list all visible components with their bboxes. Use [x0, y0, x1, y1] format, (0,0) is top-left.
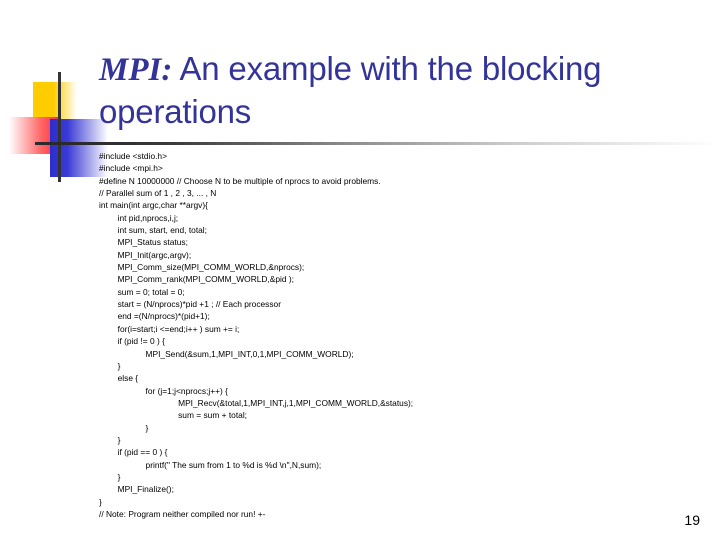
code-line: sum = sum + total; — [99, 410, 248, 421]
vertical-rule — [58, 72, 61, 182]
slide-title: MPI: An example with the blocking operat… — [99, 48, 679, 133]
code-line: MPI_Init(argc,argv); — [99, 249, 192, 260]
title-divider-rule — [35, 142, 720, 145]
code-line: MPI_Comm_rank(MPI_COMM_WORLD,&pid ); — [99, 274, 294, 285]
code-line: MPI_Recv(&total,1,MPI_INT,j,1,MPI_COMM_W… — [99, 397, 414, 408]
code-line: MPI_Finalize(); — [99, 484, 174, 495]
code-line: for (j=1;j<nprocs;j++) { — [99, 385, 228, 396]
code-line: // Note: Program neither compiled nor ru… — [99, 508, 266, 519]
red-square-icon — [9, 117, 61, 154]
code-line: sum = 0; total = 0; — [99, 286, 185, 297]
code-line: #define N 10000000 // Choose N to be mul… — [99, 175, 381, 186]
slide-title-emphasis: MPI: — [99, 52, 173, 89]
code-line: if (pid != 0 ) { — [99, 336, 165, 347]
code-line: end =(N/nprocs)*(pid+1); — [99, 311, 210, 322]
code-line: } — [99, 496, 102, 507]
code-line: int sum, start, end, total; — [99, 225, 207, 236]
code-line: for(i=start;i <=end;i++ ) sum += i; — [99, 323, 240, 334]
code-line: int main(int argc,char **argv){ — [99, 200, 208, 211]
code-line: } — [99, 360, 121, 371]
code-block: #include <stdio.h> #include <mpi.h>#defin… — [99, 150, 699, 520]
code-line: MPI_Status status; — [99, 237, 188, 248]
code-line: } — [99, 434, 121, 445]
code-line: #include <mpi.h> — [99, 163, 163, 174]
yellow-square-icon — [33, 82, 77, 122]
code-line: printf(" The sum from 1 to %d is %d \n",… — [99, 459, 322, 470]
code-line: start = (N/nprocs)*pid +1 ; // Each proc… — [99, 299, 281, 310]
code-line: else { — [99, 373, 139, 384]
code-line: #include <stdio.h> — [99, 151, 167, 161]
code-line: } — [99, 422, 149, 433]
slide-title-rest: An example with the blocking operations — [99, 50, 602, 131]
code-line: // Parallel sum of 1 , 2 , 3, ... , N — [99, 188, 217, 199]
code-line: MPI_Send(&sum,1,MPI_INT,0,1,MPI_COMM_WOR… — [99, 348, 354, 359]
code-line: int pid,nprocs,i,j; — [99, 212, 179, 223]
code-line: if (pid == 0 ) { — [99, 447, 168, 458]
slide-number: 19 — [684, 512, 700, 528]
code-line: } — [99, 471, 121, 482]
code-line: MPI_Comm_size(MPI_COMM_WORLD,&nprocs); — [99, 262, 305, 273]
